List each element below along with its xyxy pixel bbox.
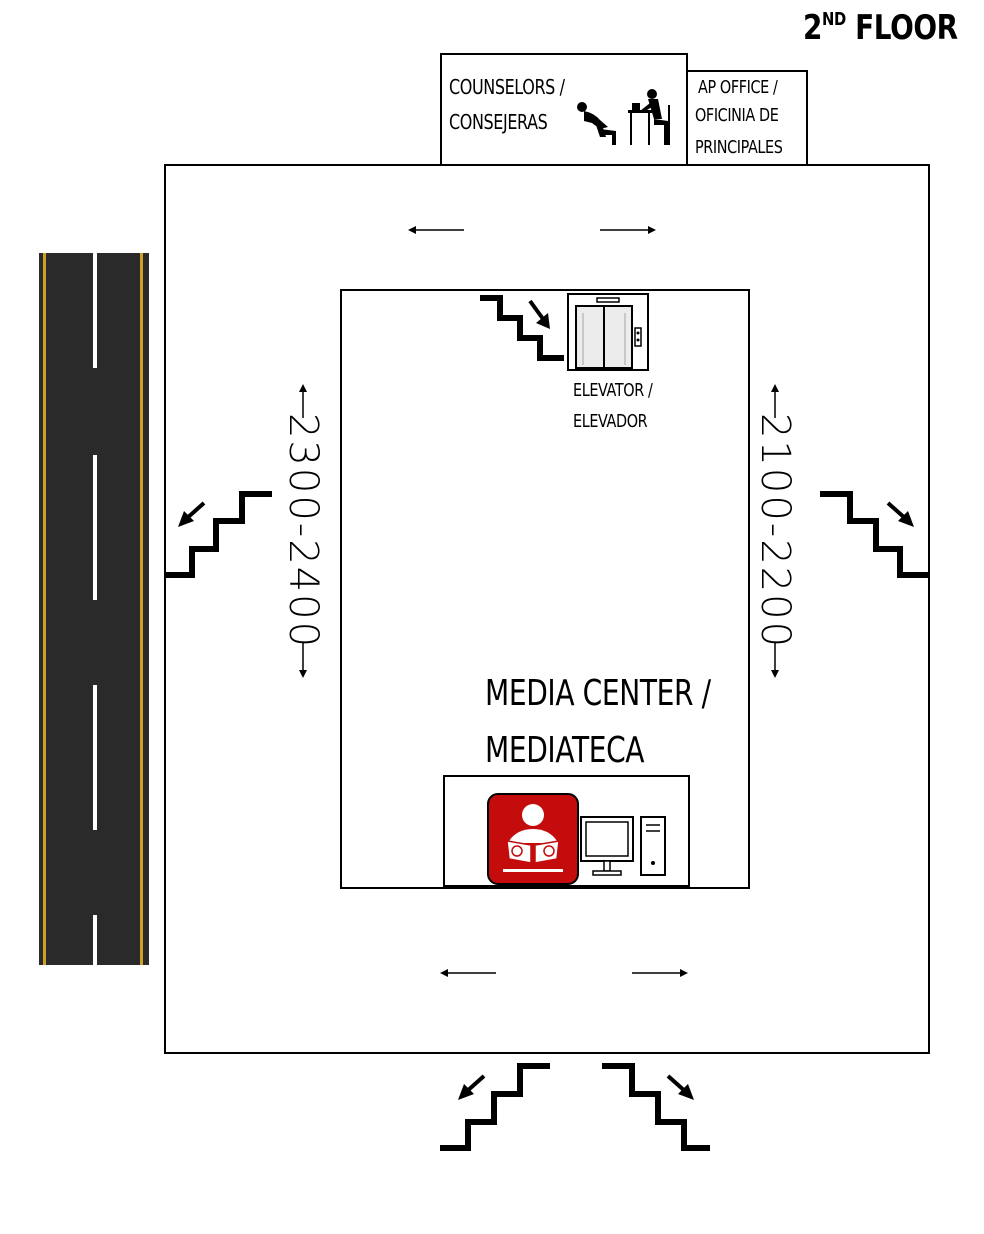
elevator-label-1: ELEVATOR / bbox=[573, 380, 653, 401]
desk-person-icon bbox=[577, 89, 670, 145]
road-edge-line-left bbox=[43, 253, 46, 965]
ap-office[interactable]: AP OFFICE / OFICINIA DE PRINCIPALES bbox=[686, 70, 808, 166]
stairs-icon bbox=[440, 1063, 550, 1151]
counselors-label-2: CONSEJERAS bbox=[449, 110, 548, 134]
media-center-label-2: MEDIATECA bbox=[485, 730, 645, 771]
hallway-arrow-left bbox=[440, 969, 496, 977]
elevator-label-2: ELEVADOR bbox=[573, 411, 648, 432]
road-dash bbox=[93, 915, 97, 965]
reading-icon bbox=[487, 793, 579, 885]
stairs-icon bbox=[480, 295, 564, 361]
room-range-left-arrows bbox=[299, 384, 307, 678]
hallway-arrow-right bbox=[600, 226, 656, 234]
floor-number: 2 bbox=[803, 8, 823, 48]
room-range-right: 2100-2200 bbox=[752, 412, 798, 650]
counselors-label-1: COUNSELORS / bbox=[449, 75, 565, 99]
road-edge-line-right bbox=[140, 253, 143, 965]
stairs-icon bbox=[602, 1063, 710, 1151]
hallway-arrow-right bbox=[632, 969, 688, 977]
road-dash bbox=[93, 253, 97, 368]
road-dash bbox=[93, 455, 97, 600]
road-dash bbox=[93, 685, 97, 830]
ap-office-label-1: AP OFFICE / bbox=[698, 77, 778, 98]
floor-title: 2ND FLOOR bbox=[803, 8, 958, 48]
stairs-icon bbox=[820, 491, 928, 578]
media-center-label-1: MEDIA CENTER / bbox=[485, 673, 711, 714]
ap-office-label-3: PRINCIPALES bbox=[695, 137, 783, 158]
floor-word: FLOOR bbox=[855, 8, 958, 48]
computer-icon bbox=[580, 816, 666, 876]
room-range-left: 2300-2400 bbox=[280, 412, 326, 650]
stairs-icon bbox=[164, 491, 272, 578]
hallway-arrow-left bbox=[408, 226, 464, 234]
counselors-office[interactable]: COUNSELORS / CONSEJERAS bbox=[440, 53, 688, 166]
ap-office-label-2: OFICINIA DE bbox=[695, 105, 779, 126]
elevator-icon[interactable] bbox=[567, 293, 649, 371]
media-center-room[interactable] bbox=[443, 775, 690, 887]
road bbox=[39, 253, 149, 965]
room-range-right-arrows bbox=[771, 384, 779, 678]
floor-number-suffix: ND bbox=[822, 8, 846, 30]
